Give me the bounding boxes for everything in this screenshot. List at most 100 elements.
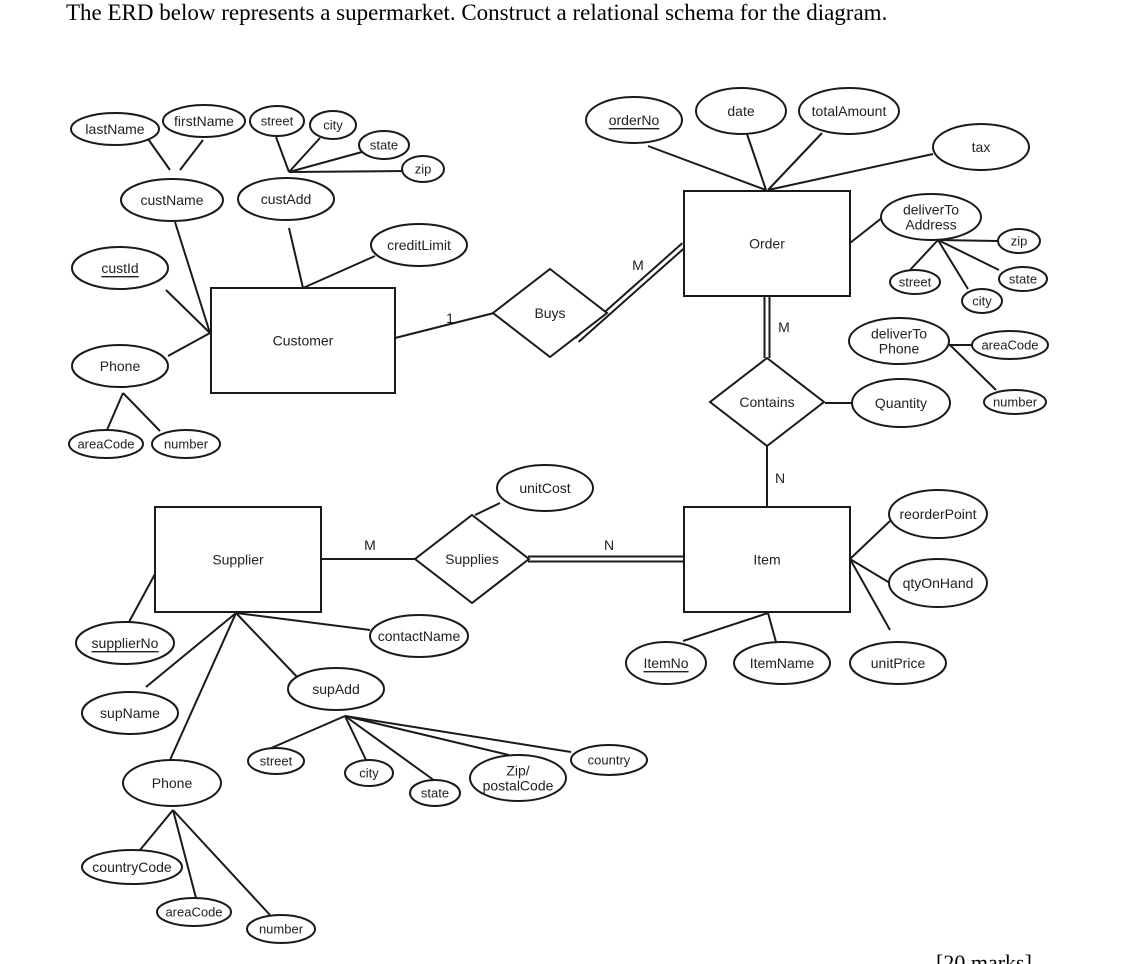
attribute-lastName: lastName bbox=[70, 112, 160, 146]
connector-line bbox=[344, 715, 368, 763]
connector-line bbox=[288, 170, 405, 173]
attribute-firstName: firstName bbox=[162, 104, 246, 138]
supplies-relationship: Supplies bbox=[413, 513, 531, 605]
attribute-supAdd: supAdd bbox=[287, 667, 385, 711]
attribute-cust_city: city bbox=[309, 110, 357, 140]
attribute-del_state: state bbox=[998, 266, 1048, 292]
connector-line bbox=[288, 151, 363, 173]
customer-entity: Customer bbox=[210, 287, 396, 394]
attribute-creditLimit: creditLimit bbox=[370, 223, 468, 267]
attribute-unitPrice: unitPrice bbox=[849, 641, 947, 685]
attribute-date: date bbox=[695, 87, 787, 135]
connector-line bbox=[169, 612, 237, 761]
attribute-del_state-label: state bbox=[1009, 272, 1037, 287]
connector-line bbox=[172, 809, 197, 899]
attribute-unitCost: unitCost bbox=[496, 464, 594, 512]
attribute-sup_areaCode-label: areaCode bbox=[165, 905, 222, 920]
attribute-cust_phone-label: Phone bbox=[100, 358, 141, 374]
attribute-sup_zip-label: postalCode bbox=[483, 778, 554, 794]
attribute-supName-label: supName bbox=[100, 705, 160, 721]
connector-line bbox=[849, 216, 884, 244]
connector-line bbox=[647, 145, 767, 191]
attribute-reorderPoint: reorderPoint bbox=[888, 489, 988, 539]
attribute-contactName: contactName bbox=[369, 614, 469, 658]
attribute-sup_number: number bbox=[246, 914, 316, 944]
connector-line bbox=[344, 715, 436, 782]
attribute-cust_state: state bbox=[358, 130, 410, 160]
attribute-itemName-label: ItemName bbox=[750, 655, 815, 671]
attribute-deliverToAddress-label: deliverTo bbox=[903, 202, 959, 218]
connector-line bbox=[106, 392, 124, 431]
connector-line bbox=[235, 612, 301, 681]
attribute-cust_city-label: city bbox=[323, 118, 343, 133]
connector-line bbox=[174, 221, 211, 334]
attribute-custName-label: custName bbox=[140, 192, 203, 208]
attribute-cust_street: street bbox=[249, 105, 305, 137]
connector-line bbox=[172, 809, 271, 916]
customer-entity-label: Customer bbox=[273, 333, 334, 349]
order-entity: Order bbox=[683, 190, 851, 297]
connector-line bbox=[767, 132, 823, 191]
attribute-sup_street-label: street bbox=[260, 754, 293, 769]
connector-line bbox=[128, 573, 156, 623]
buys-relationship: Buys bbox=[491, 267, 609, 359]
connector-line bbox=[909, 239, 939, 271]
order-entity-label: Order bbox=[749, 236, 785, 252]
attribute-cust_areaCode-label: areaCode bbox=[77, 437, 134, 452]
attribute-sup_number-label: number bbox=[259, 922, 304, 937]
connector-line bbox=[937, 239, 999, 242]
connector-line bbox=[288, 227, 304, 289]
attribute-del_city: city bbox=[961, 288, 1003, 314]
contains-relationship-label: Contains bbox=[739, 394, 794, 410]
attribute-qtyOnHand-label: qtyOnHand bbox=[903, 575, 974, 591]
supplier-entity-label: Supplier bbox=[212, 552, 264, 568]
attribute-sup_countryCode-label: countryCode bbox=[92, 859, 172, 875]
attribute-sup_phone: Phone bbox=[122, 759, 222, 807]
attribute-tax-label: tax bbox=[972, 139, 991, 155]
attribute-custId-label: custId bbox=[101, 260, 138, 276]
cardinality-contains_order: M bbox=[778, 319, 790, 335]
marks-footer: [20 marks] bbox=[936, 952, 1076, 964]
attribute-del_zip: zip bbox=[997, 228, 1041, 254]
attribute-sup_zip: Zip/postalCode bbox=[469, 754, 567, 802]
connector-line bbox=[235, 612, 371, 631]
attribute-qtyOnHand: qtyOnHand bbox=[888, 558, 988, 608]
attribute-tax: tax bbox=[932, 123, 1030, 171]
connector-line bbox=[849, 520, 891, 560]
connector-line bbox=[767, 153, 934, 191]
connector-line bbox=[139, 809, 174, 851]
attribute-cust_zip: zip bbox=[401, 155, 445, 183]
connector-line bbox=[937, 239, 969, 290]
connector-line bbox=[268, 715, 346, 750]
attribute-supName: supName bbox=[81, 691, 179, 735]
attribute-lastName-label: lastName bbox=[85, 121, 144, 137]
attribute-del_number: number bbox=[983, 389, 1047, 415]
attribute-cust_phone: Phone bbox=[71, 344, 169, 388]
attribute-sup_city-label: city bbox=[359, 766, 379, 781]
attribute-del_street-label: street bbox=[899, 275, 932, 290]
attribute-sup_country-label: country bbox=[588, 753, 631, 768]
connector-line bbox=[344, 715, 510, 756]
connector-line bbox=[577, 246, 687, 343]
attribute-del_areaCode-label: areaCode bbox=[981, 338, 1038, 353]
connector-line bbox=[275, 136, 290, 173]
connector-line bbox=[179, 139, 204, 171]
attribute-firstName-label: firstName bbox=[174, 113, 234, 129]
attribute-del_areaCode: areaCode bbox=[971, 330, 1049, 360]
attribute-del_number-label: number bbox=[993, 395, 1038, 410]
attribute-custId: custId bbox=[71, 246, 169, 290]
attribute-cust_number-label: number bbox=[164, 437, 209, 452]
attribute-quantity: Quantity bbox=[851, 378, 951, 428]
connector-line bbox=[122, 392, 161, 432]
connector-line bbox=[949, 344, 997, 391]
connector-lines bbox=[106, 128, 1000, 916]
attribute-del_street: street bbox=[889, 269, 941, 295]
attribute-supplierNo: supplierNo bbox=[75, 621, 175, 665]
attribute-cust_zip-label: zip bbox=[415, 162, 432, 177]
buys-relationship-label: Buys bbox=[534, 305, 565, 321]
connector-line bbox=[474, 502, 501, 516]
